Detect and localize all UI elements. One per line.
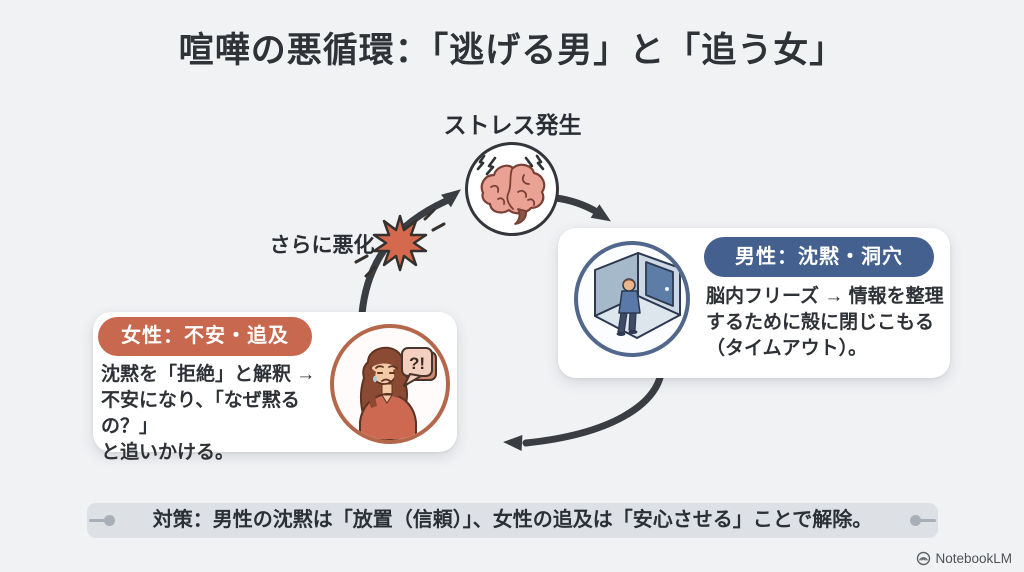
- stress-node: [465, 142, 559, 236]
- footer-banner: 対策：男性の沈黙は「放置（信頼）」、女性の追及は「安心させる」ことで解除。: [87, 503, 938, 538]
- tear-drop: [373, 375, 377, 383]
- right-endpoint-line: [918, 519, 936, 522]
- left-endpoint-dot: [104, 515, 115, 526]
- male-card: 男性：沈黙・洞穴 脳内フリーズ → 情報を整理 するために殻に閉じこもる （タイ…: [558, 228, 950, 378]
- female-card-body: 沈黙を「拒絶」と解釈 → 不安になり、「なぜ黙るの？」 と追いかける。: [101, 362, 343, 466]
- footer-text: 対策：男性の沈黙は「放置（信頼）」、女性の追及は「安心させる」ことで解除。: [152, 509, 873, 531]
- brain-icon: [476, 154, 546, 225]
- man-figure: [616, 278, 641, 336]
- female-card-header: 女性：不安・追及: [98, 317, 312, 356]
- worried-woman-icon: ?!: [359, 347, 437, 440]
- male-card-header: 男性：沈黙・洞穴: [704, 237, 934, 277]
- stress-label: ストレス発生: [443, 112, 582, 138]
- bubble-text: ?!: [409, 354, 425, 373]
- worsen-label: さらに悪化: [269, 234, 375, 257]
- notebooklm-logo-icon: [917, 551, 931, 566]
- male-body-line: するために殻に閉じこもる: [706, 312, 935, 333]
- male-card-body: 脳内フリーズ → 情報を整理 するために殻に閉じこもる （タイムアウト）。: [706, 284, 944, 362]
- female-card: 女性：不安・追及 沈黙を「拒絶」と解釈 → 不安になり、「なぜ黙るの？」 と追い…: [93, 312, 457, 463]
- watermark-text: NotebookLM: [935, 551, 1012, 566]
- female-body-line: 沈黙を「拒絶」と解釈 →: [101, 364, 316, 385]
- arrow-stress-to-male: [552, 194, 601, 216]
- speech-bubble-icon: ?!: [401, 347, 437, 387]
- male-body-line: （タイムアウト）。: [706, 338, 868, 359]
- female-body-line: 不安になり、「なぜ黙るの？」: [101, 390, 300, 437]
- male-body-line: 脳内フリーズ → 情報を整理: [706, 286, 944, 307]
- male-icon-circle: [574, 241, 690, 357]
- page-title: 喧嘩の悪循環：「逃げる男」と「追う女」: [178, 31, 846, 70]
- left-endpoint-line: [89, 519, 107, 522]
- female-body-line: と追いかける。: [101, 442, 235, 463]
- man-entering-room-icon: [594, 252, 681, 339]
- right-endpoint-dot: [910, 515, 921, 526]
- arrow-male-to-female: [522, 370, 665, 447]
- burst-icon: [354, 208, 446, 278]
- female-icon-circle: ?!: [330, 324, 450, 444]
- watermark: NotebookLM: [916, 551, 1012, 566]
